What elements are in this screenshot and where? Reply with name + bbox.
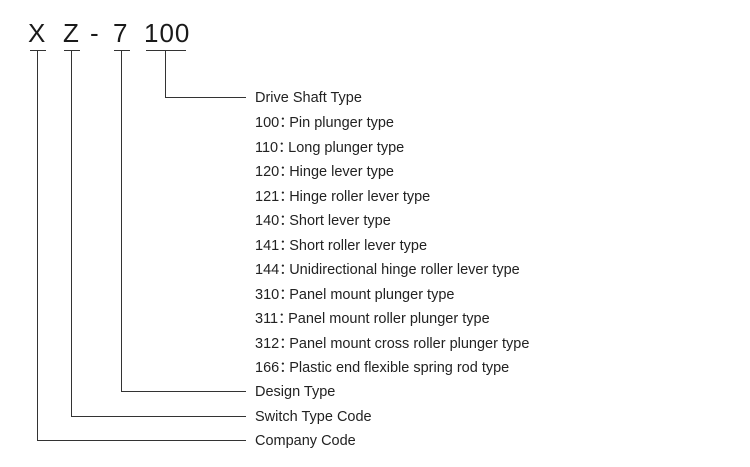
- option-code: 144: [255, 262, 280, 278]
- option-description: Panel mount roller plunger type: [288, 311, 490, 327]
- option-separator: ：: [278, 311, 293, 327]
- connector-drive-shaft: [165, 50, 246, 98]
- drive-shaft-option: 121：Hinge roller lever type: [255, 188, 430, 206]
- option-code: 141: [255, 237, 280, 254]
- connector-design: [121, 50, 246, 392]
- option-description: Plastic end flexible spring rod type: [289, 360, 510, 376]
- option-code: 121: [255, 188, 280, 205]
- connector-company: [37, 50, 246, 441]
- code-dash: -: [90, 18, 100, 48]
- drive-shaft-option: 166：Plastic end flexible spring rod type: [255, 359, 509, 377]
- drive-shaft-option: 144：Unidirectional hinge roller lever ty…: [255, 261, 520, 279]
- option-description: Hinge lever type: [289, 164, 394, 180]
- drive-shaft-option: 140：Short lever type: [255, 212, 391, 230]
- drive-shaft-option: 120：Hinge lever type: [255, 163, 394, 181]
- option-separator: ：: [279, 164, 294, 180]
- company-code-char: X: [28, 18, 47, 48]
- option-description: Pin plunger type: [289, 115, 394, 131]
- drive-shaft-option: 110：Long plunger type: [255, 139, 404, 157]
- company-code-label: Company Code: [255, 433, 356, 449]
- switch-type-code-label: Switch Type Code: [255, 409, 372, 425]
- design-type-label: Design Type: [255, 384, 336, 400]
- drive-shaft-option: 312：Panel mount cross roller plunger typ…: [255, 335, 529, 353]
- option-code: 166: [255, 360, 280, 376]
- drive-shaft-option: 311：Panel mount roller plunger type: [255, 310, 490, 328]
- drive-shaft-option: 310：Panel mount plunger type: [255, 286, 454, 304]
- option-description: Long plunger type: [288, 139, 405, 156]
- option-separator: ：: [279, 360, 294, 376]
- option-code: 110: [255, 139, 279, 156]
- drive-shaft-type-heading: Drive Shaft Type: [255, 90, 362, 106]
- option-separator: ：: [279, 115, 294, 131]
- option-code: 140: [255, 213, 280, 229]
- option-description: Hinge roller lever type: [289, 188, 431, 205]
- option-separator: ：: [279, 286, 294, 303]
- switch-type-code-char: Z: [63, 18, 80, 48]
- option-separator: ：: [278, 139, 293, 156]
- drive-shaft-option: 100：Pin plunger type: [255, 114, 394, 132]
- drive-shaft-option: 141：Short roller lever type: [255, 237, 427, 255]
- option-description: Short lever type: [289, 213, 391, 229]
- option-separator: ：: [279, 237, 294, 254]
- option-description: Unidirectional hinge roller lever type: [289, 262, 520, 278]
- option-code: 310: [255, 286, 280, 303]
- option-code: 312: [255, 335, 280, 352]
- option-code: 100: [255, 115, 280, 131]
- option-separator: ：: [279, 335, 294, 352]
- connector-switch-type: [71, 50, 246, 417]
- option-code: 120: [255, 164, 280, 180]
- option-code: 311: [255, 311, 279, 327]
- option-separator: ：: [279, 188, 294, 205]
- option-separator: ：: [279, 213, 294, 229]
- option-description: Panel mount plunger type: [289, 286, 455, 303]
- option-description: Panel mount cross roller plunger type: [289, 335, 530, 352]
- option-description: Short roller lever type: [289, 237, 428, 254]
- drive-shaft-code: 100: [144, 18, 191, 48]
- option-separator: ：: [279, 262, 294, 278]
- design-type-char: 7: [113, 18, 129, 48]
